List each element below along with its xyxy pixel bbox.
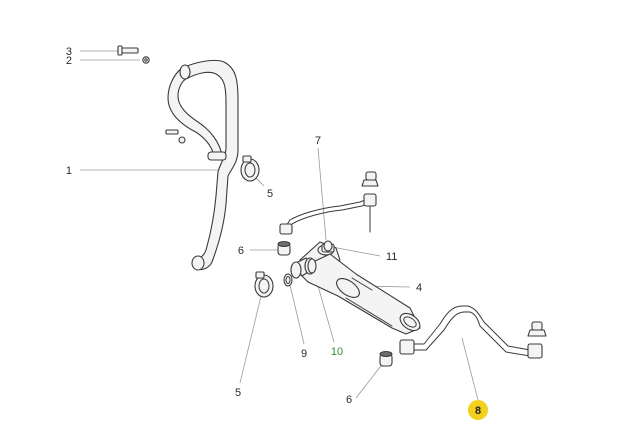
callout-label-9: 9 [301, 348, 307, 360]
callout-label-6-lower: 6 [346, 394, 352, 406]
highlight-marker [468, 400, 488, 420]
vent-tube-part [279, 171, 379, 235]
callout-label-6-upper: 6 [238, 245, 244, 257]
callout-label-11: 11 [386, 251, 397, 263]
o-ring-part [283, 273, 293, 287]
callout-label-10: 10 [331, 346, 343, 358]
return-pipe-part [399, 305, 547, 359]
cap-upper [277, 241, 291, 256]
leader-6b [355, 361, 385, 399]
washer-part [142, 56, 150, 64]
leader-9 [289, 284, 305, 345]
clip-part [323, 240, 333, 252]
callout-label-7: 7 [315, 135, 321, 147]
bolt-part [117, 45, 139, 56]
hose-clamp-lower [254, 271, 274, 298]
callout-label-2: 2 [66, 55, 72, 67]
main-pipe-part [290, 241, 421, 335]
callout-label-4: 4 [416, 282, 422, 294]
leader-8 [461, 337, 479, 401]
callout-label-3: 3 [66, 46, 72, 58]
leader-lines [80, 50, 479, 401]
seal-part [307, 258, 317, 274]
callout-label-8: 8 [475, 405, 481, 417]
leader-7 [317, 147, 327, 241]
hose-clamp-upper [240, 155, 260, 182]
cap-lower [379, 351, 393, 367]
callout-labels: 3 2 1 5 7 6 11 4 9 10 5 6 [66, 46, 422, 406]
leader-11 [331, 246, 381, 257]
highlighted-callout-8[interactable]: 8 [468, 400, 488, 420]
callout-label-5-lower: 5 [235, 387, 241, 399]
callout-label-5-upper: 5 [267, 188, 273, 200]
callout-label-1: 1 [66, 165, 72, 177]
leader-5b [239, 291, 263, 384]
coolant-hose-part [165, 59, 239, 271]
